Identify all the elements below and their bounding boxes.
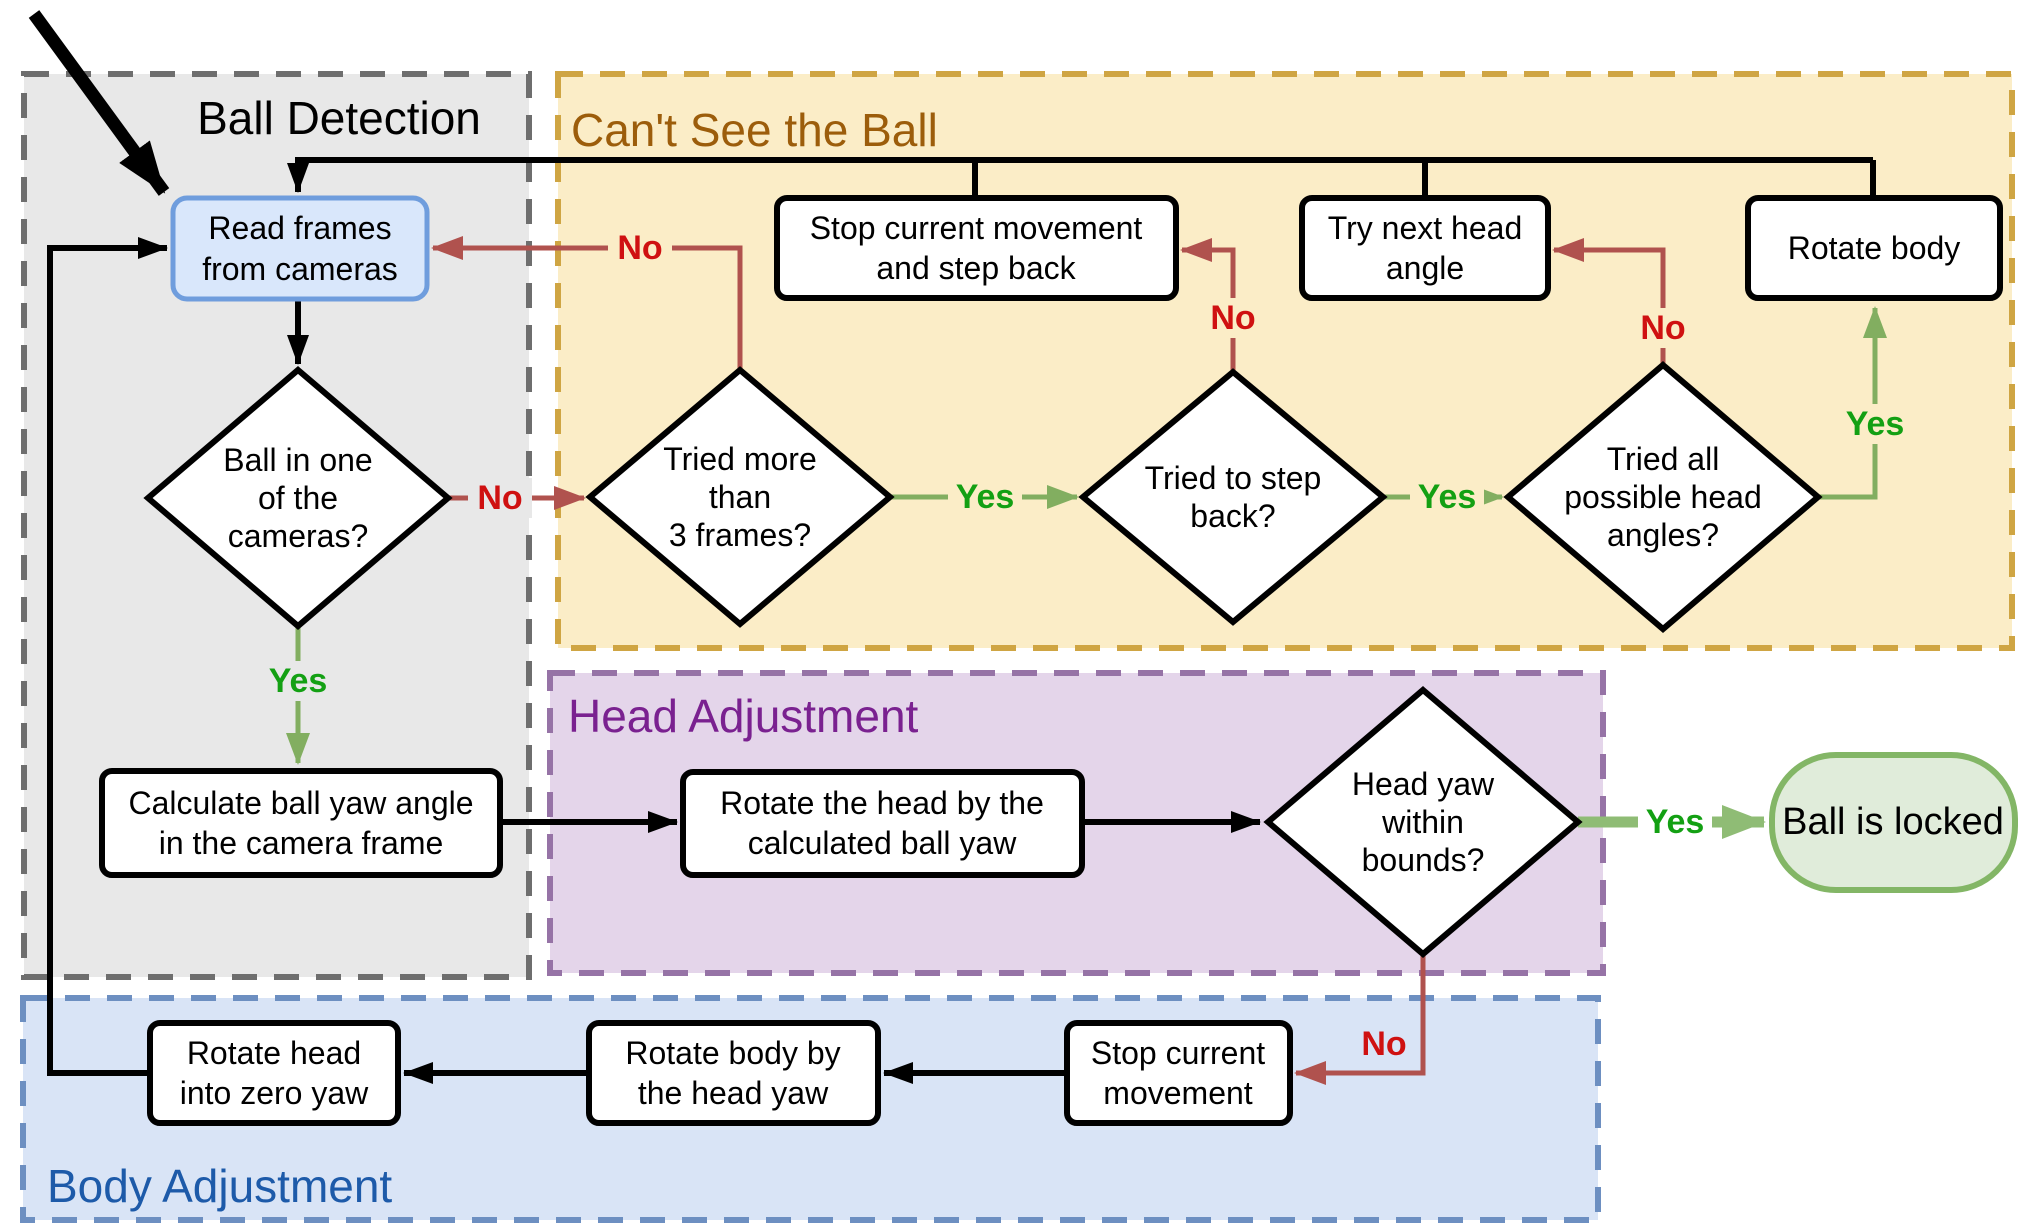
node-label: Rotate the head by the — [720, 785, 1044, 821]
node-label: possible head — [1564, 479, 1761, 515]
svg-text:No: No — [1640, 309, 1685, 347]
node-label: Stop current — [1091, 1035, 1265, 1071]
region-label-head-adjustment: Head Adjustment — [568, 690, 919, 742]
svg-text:No: No — [1210, 299, 1255, 337]
node-label: Rotate body — [1788, 230, 1961, 266]
node-label: Rotate head — [187, 1035, 361, 1071]
node-label: Tried more — [663, 441, 817, 477]
edge-label-no-head-yaw: No — [1352, 1024, 1416, 1064]
svg-text:No: No — [477, 479, 522, 517]
edge-label-no-tried3: No — [608, 228, 672, 268]
edge-label-no-ball-in-cameras: No — [468, 478, 532, 518]
node-label: angle — [1386, 250, 1464, 286]
node-calc-ball-yaw: Calculate ball yaw angle in the camera f… — [99, 768, 503, 878]
edge-yes-tried-all-to-rotate-body — [1818, 306, 1887, 500]
node-label: the head yaw — [638, 1075, 829, 1111]
svg-text:Yes: Yes — [269, 662, 328, 700]
node-tried-3-frames: Tried more than 3 frames? — [585, 366, 895, 628]
svg-text:Yes: Yes — [1846, 405, 1905, 443]
region-label-cant-see-the-ball: Can't See the Ball — [571, 104, 938, 156]
node-label: than — [709, 479, 771, 515]
node-rotate-body: Rotate body — [1745, 195, 2003, 301]
edge-label-no-tried-all: No — [1631, 308, 1695, 348]
node-label: Tried to step — [1145, 460, 1322, 496]
node-label: of the — [258, 480, 338, 516]
node-stop-current: Stop current movement — [1064, 1020, 1293, 1126]
node-rotate-head-by-yaw: Rotate the head by the calculated ball y… — [680, 769, 1085, 878]
node-tried-step-back: Tried to step back? — [1078, 368, 1388, 626]
edge-label-yes-tried-all: Yes — [1838, 404, 1912, 444]
node-read-frames: Read frames from cameras — [170, 195, 430, 302]
node-label: Calculate ball yaw angle — [128, 785, 473, 821]
node-label: angles? — [1607, 517, 1719, 553]
svg-text:No: No — [617, 229, 662, 267]
node-label: movement — [1103, 1075, 1253, 1111]
node-label: in the camera frame — [159, 825, 444, 861]
edge-label-yes-tried3: Yes — [948, 477, 1022, 517]
node-rotate-body-by-head: Rotate body by the head yaw — [586, 1020, 881, 1126]
node-label: 3 frames? — [669, 517, 811, 553]
node-label: Head yaw — [1352, 766, 1495, 802]
node-label: Ball is locked — [1782, 801, 2004, 843]
node-tried-all-angles: Tried all possible head angles? — [1503, 361, 1823, 633]
edge-topline-return-to-read-frames — [298, 157, 1876, 198]
node-ball-in-cameras: Ball in one of the cameras? — [143, 366, 453, 630]
node-label: Stop current movement — [810, 210, 1143, 246]
edge-entry-arrow — [28, 10, 170, 196]
edge-no-head-yaw-to-stop-current — [1294, 954, 1426, 1085]
node-label: bounds? — [1362, 842, 1485, 878]
node-label: Ball in one — [223, 442, 372, 478]
node-label: back? — [1190, 498, 1275, 534]
edge-no-tried3-to-read-frames — [431, 236, 743, 370]
node-stop-and-step-back: Stop current movement and step back — [774, 195, 1179, 301]
edge-rotate-head-zero-loop-to-read-frames — [47, 237, 168, 1076]
node-label: Read frames — [208, 210, 391, 246]
node-head-yaw-bounds: Head yaw within bounds? — [1263, 686, 1583, 958]
node-label: Try next head — [1328, 210, 1522, 246]
node-try-next-head: Try next head angle — [1299, 195, 1551, 301]
region-label-body-adjustment: Body Adjustment — [47, 1160, 392, 1212]
svg-text:No: No — [1361, 1025, 1406, 1063]
node-label: calculated ball yaw — [748, 825, 1017, 861]
node-label: into zero yaw — [180, 1075, 369, 1111]
node-label: within — [1381, 804, 1464, 840]
node-label: and step back — [876, 250, 1076, 286]
node-label: Rotate body by — [625, 1035, 840, 1071]
node-label: cameras? — [228, 518, 369, 554]
node-label: from cameras — [202, 251, 398, 287]
region-label-ball-detection: Ball Detection — [197, 92, 481, 144]
edge-label-yes-tried-step-back: Yes — [1410, 477, 1484, 517]
node-ball-locked: Ball is locked — [1769, 752, 2018, 893]
edge-label-yes-ball-in-cameras: Yes — [261, 661, 335, 701]
svg-text:Yes: Yes — [1646, 803, 1705, 841]
edge-label-yes-head-yaw: Yes — [1638, 802, 1712, 842]
node-rotate-head-zero: Rotate head into zero yaw — [147, 1020, 401, 1126]
node-label: Tried all — [1607, 441, 1720, 477]
svg-text:Yes: Yes — [956, 478, 1015, 516]
edge-label-no-tried-step-back: No — [1201, 298, 1265, 338]
svg-text:Yes: Yes — [1418, 478, 1477, 516]
